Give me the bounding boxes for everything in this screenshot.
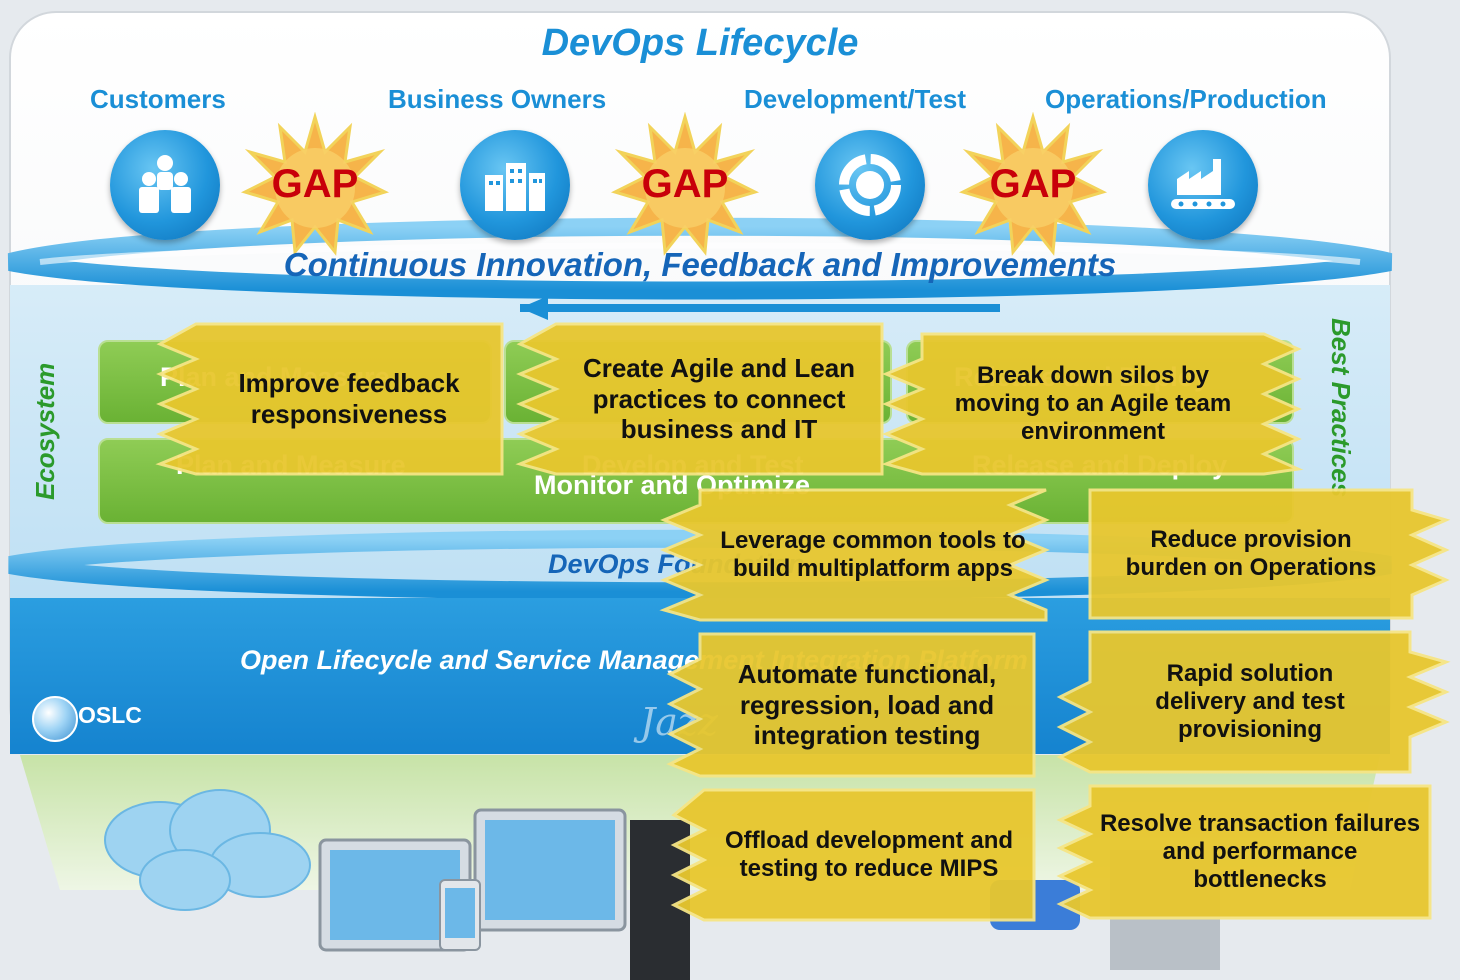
- callout-shape: [155, 322, 504, 476]
- gap-starburst-1: GAP: [240, 111, 390, 262]
- best-practices-label: Best Practices: [1326, 318, 1356, 498]
- callout-shape: [666, 632, 1036, 778]
- gap-label: GAP: [989, 162, 1077, 206]
- gap-starburst-2: GAP: [610, 111, 760, 262]
- cycle-arrows-icon: [815, 130, 925, 240]
- devices-illustration: [104, 789, 690, 980]
- role-business-owners: Business Owners: [388, 84, 607, 114]
- diagram-title: DevOps Lifecycle: [541, 22, 859, 64]
- role-development-test: Development/Test: [744, 84, 967, 114]
- callout-rapid-delivery: Rapid solution delivery and test provisi…: [1056, 630, 1451, 774]
- callout-reduce-provision: Reduce provision burden on Operations: [1088, 488, 1451, 620]
- ecosystem-label: Ecosystem: [30, 362, 60, 500]
- innovation-ring-label: Continuous Innovation, Feedback and Impr…: [283, 246, 1117, 283]
- callout-break-silos: Break down silos by moving to an Agile t…: [881, 332, 1304, 476]
- business-buildings-icon: [460, 130, 570, 240]
- role-customers: Customers: [90, 84, 226, 114]
- callout-improve-feedback: Improve feedback responsiveness: [155, 322, 504, 476]
- role-operations-production: Operations/Production: [1045, 84, 1327, 114]
- callout-shape: [659, 488, 1050, 622]
- callout-shape: [1088, 488, 1451, 620]
- callout-shape: [515, 322, 884, 476]
- customers-people-icon: [110, 130, 220, 240]
- oslc-logo-label: OSLC: [78, 702, 142, 728]
- callout-shape: [670, 788, 1036, 922]
- callout-offload-mips: Offload development and testing to reduc…: [670, 788, 1036, 922]
- callout-common-tools: Leverage common tools to build multiplat…: [659, 488, 1050, 622]
- callout-automate-testing: Automate functional, regression, load an…: [666, 632, 1036, 778]
- callout-shape: [1056, 630, 1451, 774]
- callout-resolve-failures: Resolve transaction failures and perform…: [1056, 784, 1432, 920]
- callout-shape: [881, 332, 1304, 476]
- callout-shape: [1056, 784, 1432, 920]
- callout-agile-lean: Create Agile and Lean practices to conne…: [515, 322, 884, 476]
- factory-conveyor-icon: [1148, 130, 1258, 240]
- gap-label: GAP: [641, 162, 729, 206]
- oslc-logo-icon: [32, 696, 78, 742]
- gap-label: GAP: [271, 162, 359, 206]
- gap-starburst-3: GAP: [958, 111, 1108, 262]
